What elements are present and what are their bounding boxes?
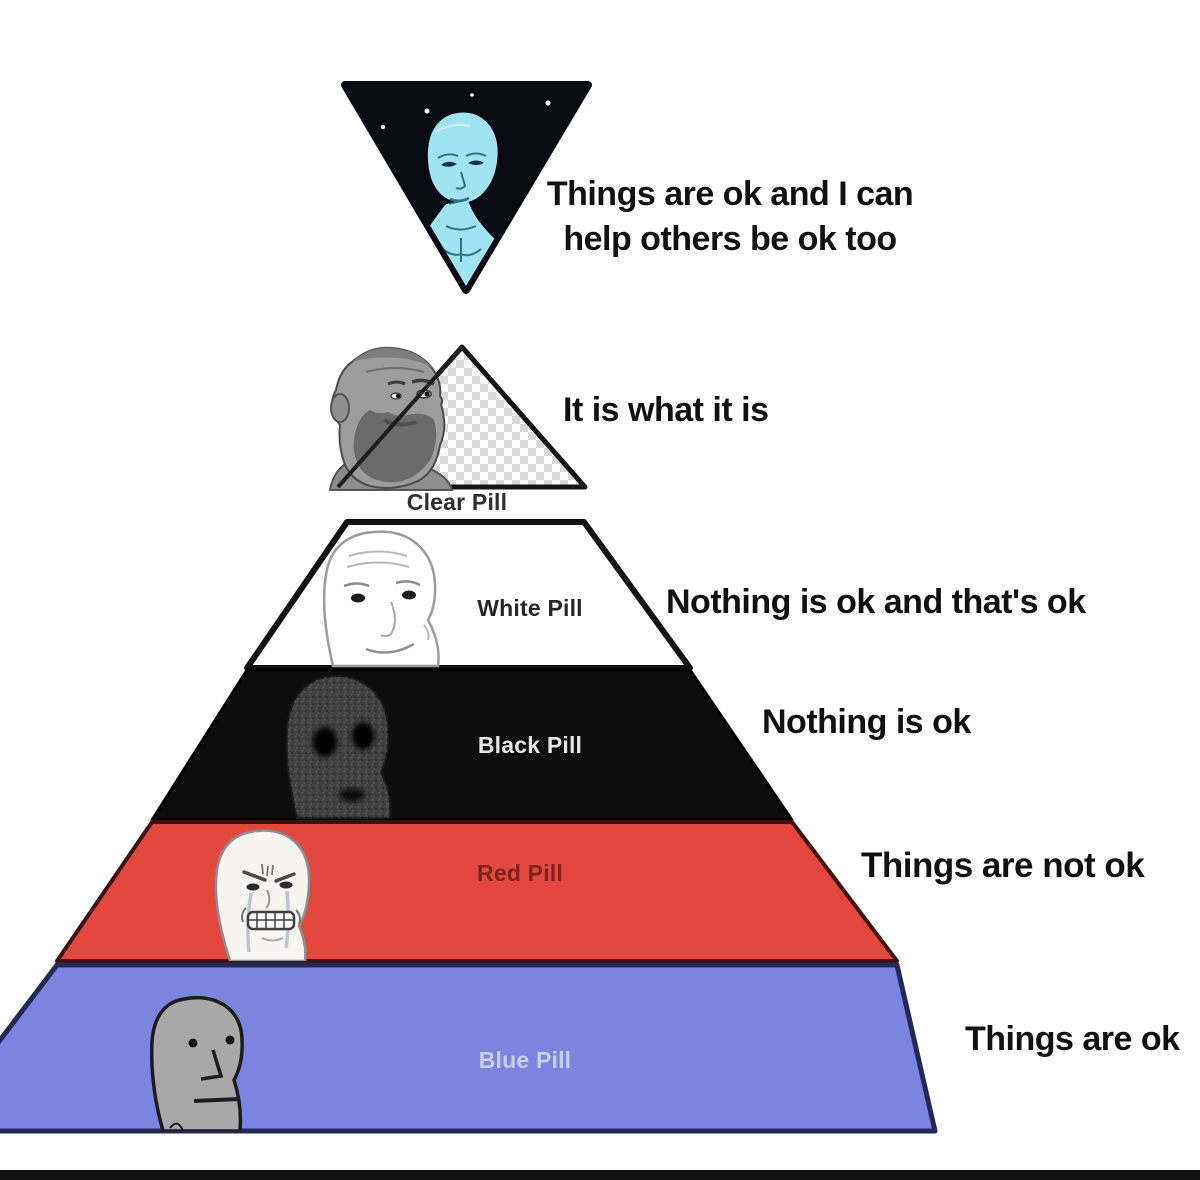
caption-red-pill: Things are not ok [861, 846, 1145, 885]
red-pill-level [55, 820, 899, 963]
white-pill-level [244, 519, 693, 671]
label-black-pill: Black Pill [477, 732, 583, 758]
caption-black-pill: Nothing is ok [762, 703, 971, 741]
caption-blue-pill: Things are ok [965, 1020, 1180, 1058]
black-pill-level [150, 668, 794, 822]
crying-angry-wojak-face-icon [214, 829, 311, 961]
triangle-left-edge-overdraw [336, 345, 464, 489]
cosmic-level [341, 81, 592, 294]
caption-white-pill: Nothing is ok and that's ok [666, 583, 1086, 621]
label-clear-pill: Clear Pill [406, 489, 508, 515]
star-icons [380, 93, 551, 130]
blackpill-grain-face-icon [285, 675, 392, 819]
black-pill-band [150, 668, 794, 822]
caption-cosmic-line1: Things are ok and I can [546, 175, 914, 213]
gray-bearded-man-face-icon [328, 346, 454, 491]
clear-pill-level [328, 344, 588, 491]
bottom-border-bar [0, 1170, 1200, 1180]
npc-face-icon [150, 995, 244, 1131]
label-blue-pill: Blue Pill [478, 1047, 572, 1073]
blue-pill-level [0, 962, 938, 1134]
smiling-wojak-face-icon [322, 530, 440, 668]
caption-cosmic-level: Things are ok and I can help others be o… [520, 172, 940, 262]
caption-cosmic-line2: help others be ok too [563, 220, 897, 258]
red-pill-band [55, 820, 899, 963]
caption-clear-pill: It is what it is [563, 391, 769, 429]
label-red-pill: Red Pill [477, 860, 563, 886]
white-pill-band [244, 519, 693, 671]
blue-pill-band [0, 962, 938, 1134]
label-white-pill: White Pill [477, 595, 583, 621]
